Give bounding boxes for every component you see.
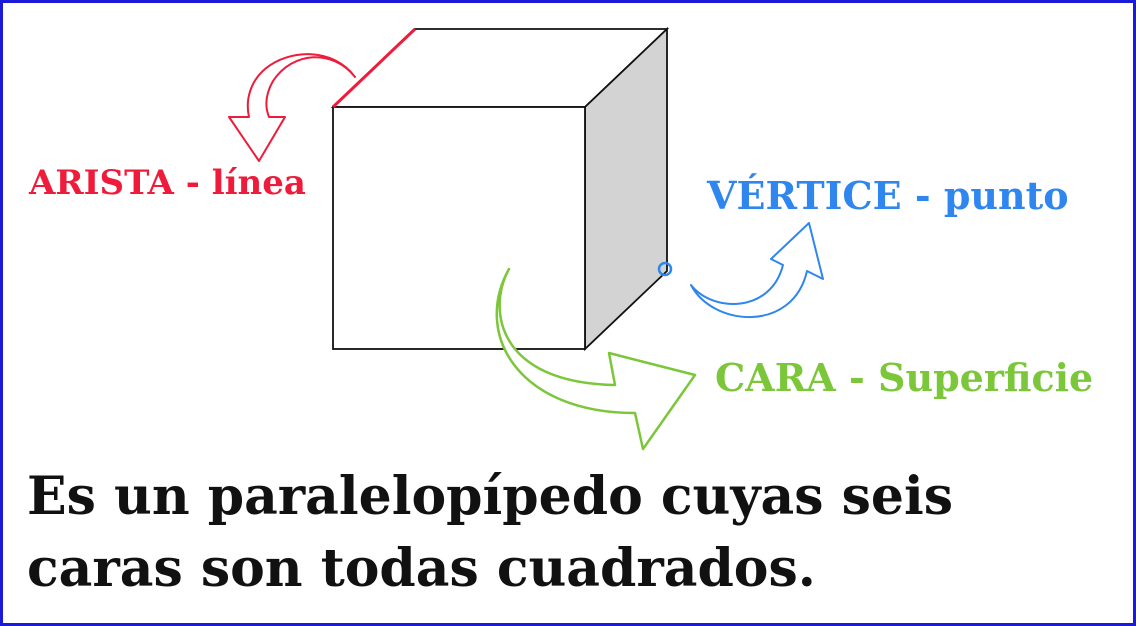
arista-arrow-icon bbox=[228, 53, 356, 162]
cube-front-face bbox=[332, 106, 586, 350]
caption-line-1: Es un paralelopípedo cuyas seis bbox=[27, 466, 953, 527]
highlighted-vertex bbox=[657, 261, 673, 277]
vertice-arrow-icon bbox=[690, 222, 824, 318]
arista-label: ARISTA - línea bbox=[29, 163, 306, 203]
vertice-label: VÉRTICE - punto bbox=[707, 173, 1069, 218]
definition-caption: Es un paralelopípedo cuyas seis caras so… bbox=[27, 461, 1117, 605]
cara-arrow-icon bbox=[495, 267, 697, 451]
caption-line-2: caras son todas cuadrados. bbox=[27, 538, 816, 599]
highlighted-edge bbox=[331, 27, 417, 109]
cube-diagram bbox=[228, 26, 824, 451]
cara-label: CARA - Superficie bbox=[715, 355, 1094, 400]
